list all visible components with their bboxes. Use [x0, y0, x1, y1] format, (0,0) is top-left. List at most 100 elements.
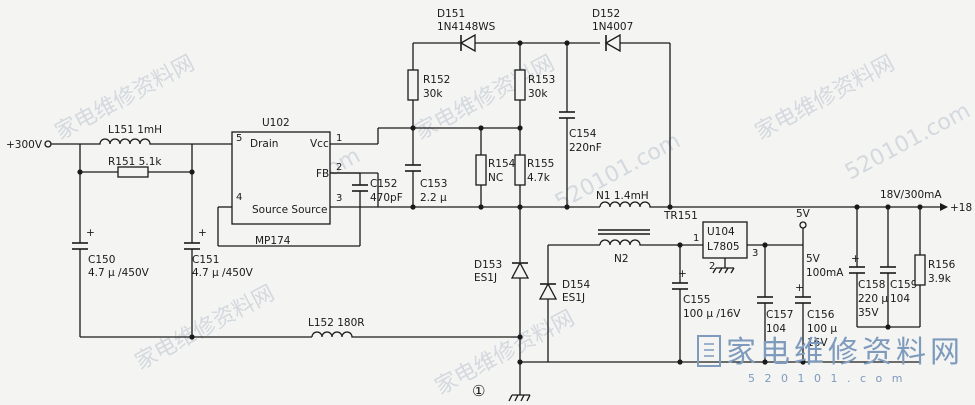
- r153-ref: R153: [528, 74, 555, 86]
- watermark-cn-3: 家电维修资料网: [751, 51, 899, 145]
- brand-name: 家电维修资料网: [726, 335, 964, 370]
- winding-n1: [599, 201, 670, 208]
- resistor-r151: [117, 166, 149, 178]
- top-feedback: D151 1N4148WS D152 1N4007 R152 30k R153 …: [407, 8, 671, 207]
- resistor-r154: [475, 154, 487, 186]
- r151-label: R151 5.1k: [108, 156, 162, 168]
- r152-value: 30k: [423, 88, 443, 100]
- u102-pin5-num: 5: [236, 133, 242, 144]
- c158-value2: 35V: [858, 307, 879, 319]
- u102-pin-fb: FB: [316, 168, 329, 180]
- c157-value: 104: [766, 323, 786, 335]
- resistor-r152: [407, 69, 419, 101]
- r154-ref: R154: [488, 158, 516, 170]
- u102-pin-vcc: Vcc: [310, 138, 329, 150]
- watermark-cn-5: 家电维修资料网: [431, 306, 579, 400]
- d152-ref: D152: [592, 8, 620, 20]
- svg-text:+: +: [198, 227, 207, 239]
- u102-pin2-num: 2: [336, 162, 342, 173]
- u104-pin2-num: 2: [709, 261, 715, 272]
- resistor-r156: [914, 254, 926, 286]
- transformer-tr151: N1 1.4mH TR151 N2: [548, 190, 940, 265]
- c152-value: 470pF: [370, 192, 403, 204]
- rail-5v-cur2: 100mA: [806, 267, 844, 279]
- d151-part: 1N4148WS: [437, 21, 496, 33]
- c154-ref: C154: [569, 128, 597, 140]
- r156-value: 3.9k: [928, 273, 952, 285]
- capacitor-c157: C157 104: [757, 242, 793, 365]
- r153-value: 30k: [528, 88, 548, 100]
- output-arrow-label: +18: [950, 202, 972, 214]
- capacitor-c155: + C155 100 μ /16V: [672, 242, 741, 365]
- diode-d153: [510, 261, 530, 279]
- c156-value1: 100 μ: [807, 323, 837, 335]
- ic-u104-body: [702, 221, 748, 259]
- brand-url: 5 2 0 1 0 1 . c o m: [748, 372, 905, 385]
- u102-pin4-num: 4: [236, 192, 242, 203]
- u104-part: L7805: [707, 241, 740, 253]
- inductor-l151: [80, 138, 192, 145]
- d154-part: ES1J: [562, 292, 585, 304]
- r154-value: NC: [488, 172, 503, 184]
- regulator-u104: U104 L7805 1 2 3: [680, 221, 803, 274]
- c158-value1: 220 μ: [858, 293, 888, 305]
- svg-text:+: +: [678, 268, 687, 280]
- c150-ref: C150: [88, 254, 115, 266]
- d154-ref: D154: [562, 279, 590, 291]
- output-18v: 18V/300mA +18 + C158 220 μ 35V C159 104 …: [849, 189, 972, 330]
- c157-ref: C157: [766, 309, 793, 321]
- r155-ref: R155: [527, 158, 554, 170]
- winding-n2: [599, 239, 680, 246]
- u102-pin-source: Source Source: [252, 204, 327, 216]
- brand-logo-icon: [697, 335, 721, 367]
- svg-text:+: +: [795, 282, 804, 294]
- feedback-divider: R154 NC R155 4.7k: [475, 125, 570, 210]
- c158-ref: C158: [858, 279, 885, 291]
- c155-ref: C155: [683, 294, 710, 306]
- svg-text:+: +: [86, 227, 95, 239]
- r155-value: 4.7k: [527, 172, 551, 184]
- c156-ref: C156: [807, 309, 835, 321]
- input-voltage-label: +300V: [6, 139, 43, 151]
- diode-d154: [538, 282, 558, 300]
- l152-label: L152 180R: [308, 317, 365, 329]
- c156-value2: 16V: [807, 337, 828, 349]
- r156-ref: R156: [928, 259, 956, 271]
- resistor-r153: [514, 69, 526, 101]
- r152-ref: R152: [423, 74, 450, 86]
- u102-ref: U102: [262, 117, 290, 129]
- l151-label: L151 1mH: [108, 124, 162, 136]
- output-label: 18V/300mA: [880, 189, 942, 201]
- rail-5v: 5V 5V 100mA + C156 100 μ 16V: [795, 208, 844, 365]
- u102-pin1-num: 1: [336, 133, 342, 144]
- input-terminal: [44, 140, 52, 148]
- figure-number: ①: [472, 382, 485, 400]
- u102-pin3-num: 3: [336, 193, 342, 204]
- n1-label: N1 1.4mH: [596, 190, 649, 202]
- u102-part: MP174: [255, 235, 291, 247]
- inductor-l152: [311, 331, 520, 338]
- diode-d152: [604, 33, 621, 53]
- u102-pin-drain: Drain: [250, 138, 278, 150]
- d153-ref: D153: [474, 259, 502, 271]
- u104-ref: U104: [707, 226, 735, 238]
- tr151-label: TR151: [663, 210, 698, 222]
- resistor-r155: [514, 154, 526, 186]
- c155-value: 100 μ /16V: [683, 308, 741, 320]
- ic-u102: U102 Drain Vcc FB Source Source 5 1 2 3 …: [217, 117, 600, 247]
- ic-u102-body: [231, 131, 331, 225]
- c150-value: 4.7 μ /450V: [88, 267, 150, 279]
- svg-text:+: +: [851, 253, 860, 265]
- c153-ref: C153: [420, 178, 447, 190]
- d152-part: 1N4007: [592, 21, 633, 33]
- c153-value: 2.2 μ: [420, 192, 447, 204]
- watermark-url-3: 520101.com: [841, 98, 975, 185]
- c151-value: 4.7 μ /450V: [192, 267, 254, 279]
- d153-part: ES1J: [474, 272, 497, 284]
- output-arrow: [940, 203, 948, 211]
- c151-ref: C151: [192, 254, 219, 266]
- c159-ref: C159: [890, 279, 917, 291]
- u104-pin1-num: 1: [693, 233, 699, 244]
